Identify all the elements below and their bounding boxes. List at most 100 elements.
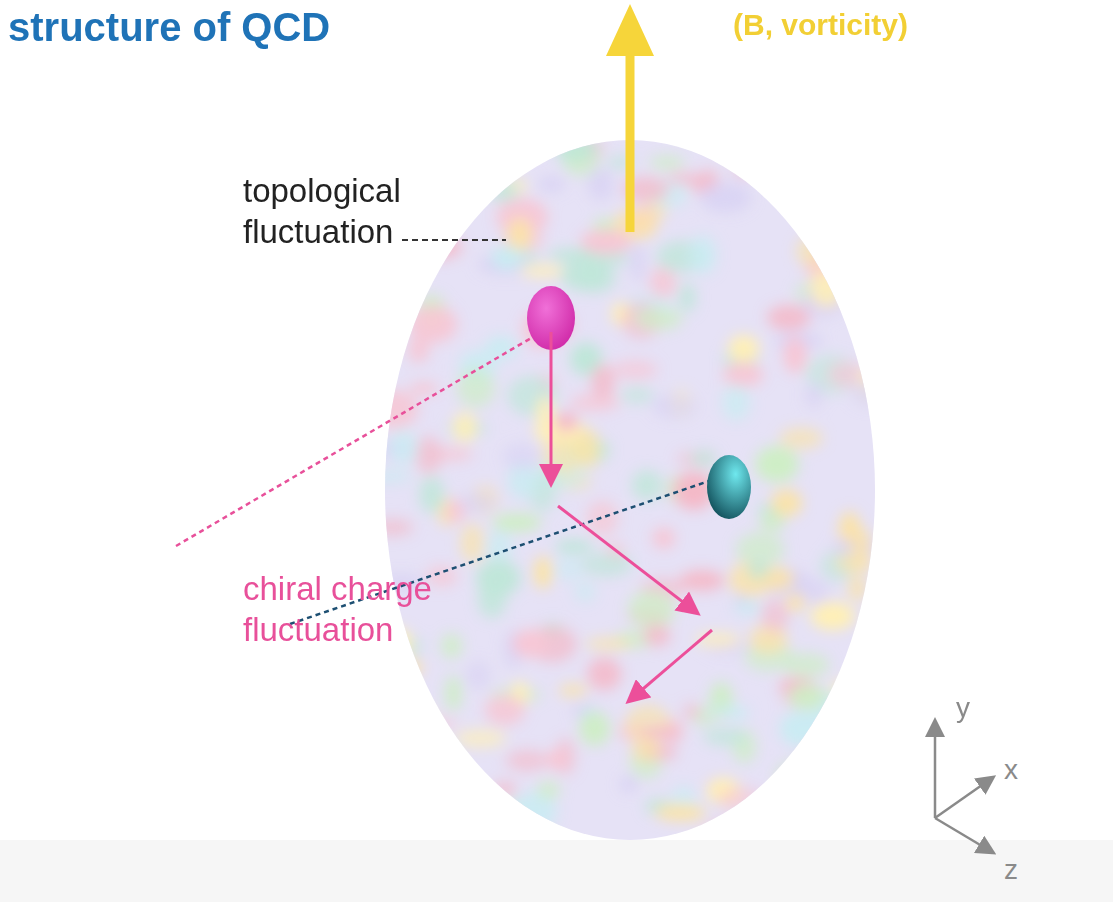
texture-blob bbox=[415, 235, 462, 260]
field-arrow-head bbox=[606, 4, 654, 56]
texture-blob bbox=[387, 237, 436, 263]
texture-blob bbox=[410, 783, 448, 822]
texture-blob bbox=[806, 772, 843, 810]
texture-blob bbox=[383, 272, 416, 294]
texture-blob bbox=[456, 821, 482, 835]
texture-blob bbox=[783, 653, 830, 677]
texture-blob bbox=[848, 576, 867, 601]
texture-blob bbox=[760, 819, 810, 836]
texture-blob bbox=[703, 728, 747, 746]
texture-blob bbox=[419, 476, 444, 513]
texture-blob bbox=[621, 387, 654, 404]
texture-blob bbox=[823, 754, 852, 769]
texture-blob bbox=[802, 135, 819, 173]
texture-blob bbox=[408, 337, 430, 363]
texture-blob bbox=[586, 638, 633, 650]
texture-blob bbox=[409, 382, 438, 394]
texture-blob bbox=[691, 450, 717, 467]
texture-blob bbox=[835, 689, 874, 719]
texture-blob bbox=[389, 430, 417, 464]
texture-blob bbox=[380, 754, 424, 789]
texture-blob bbox=[784, 337, 807, 374]
texture-blob bbox=[412, 768, 448, 784]
texture-blob bbox=[433, 171, 460, 196]
texture-blob bbox=[445, 675, 462, 711]
texture-blob bbox=[489, 181, 518, 202]
texture-blob bbox=[723, 363, 763, 387]
callout-label: chiral charge fluctuation bbox=[243, 568, 483, 651]
texture-blob bbox=[844, 716, 864, 737]
texture-blob bbox=[801, 798, 830, 814]
texture-blob bbox=[722, 385, 750, 421]
texture-blob bbox=[575, 581, 596, 602]
texture-blob bbox=[696, 827, 743, 851]
texture-blob bbox=[486, 531, 513, 563]
texture-blob bbox=[809, 168, 834, 196]
texture-blob bbox=[821, 731, 852, 753]
texture-blob bbox=[430, 159, 454, 190]
texture-blob bbox=[405, 161, 433, 184]
texture-blob bbox=[771, 489, 802, 516]
texture-blob bbox=[755, 446, 799, 483]
texture-blob bbox=[457, 369, 495, 408]
texture-blob bbox=[827, 758, 877, 794]
axis-label: z bbox=[1004, 852, 1034, 887]
texture-blob bbox=[796, 236, 829, 267]
texture-blob bbox=[811, 602, 855, 630]
texture-blob bbox=[734, 600, 762, 615]
texture-blob bbox=[632, 470, 663, 500]
texture-blob bbox=[520, 265, 566, 277]
texture-blob bbox=[542, 438, 583, 474]
texture-blob bbox=[746, 814, 774, 838]
texture-blob bbox=[758, 794, 788, 806]
texture-blob bbox=[785, 806, 802, 837]
texture-blob bbox=[780, 428, 823, 449]
texture-blob bbox=[679, 570, 724, 591]
slide-title: structure of QCD bbox=[8, 2, 330, 52]
texture-blob bbox=[506, 750, 548, 772]
texture-blob bbox=[683, 703, 699, 719]
texture-blob bbox=[823, 154, 853, 177]
texture-blob bbox=[485, 695, 525, 726]
texture-blob bbox=[537, 781, 560, 799]
texture-blob bbox=[629, 243, 646, 282]
texture-blob bbox=[407, 717, 457, 730]
texture-blob bbox=[408, 305, 457, 343]
field-arrow-shaft bbox=[626, 50, 635, 232]
texture-blob bbox=[649, 156, 685, 169]
texture-blob bbox=[747, 560, 768, 581]
texture-blob bbox=[850, 550, 868, 572]
texture-blob bbox=[591, 364, 614, 399]
texture-blob bbox=[455, 730, 506, 748]
texture-blob bbox=[554, 557, 583, 581]
texture-blob bbox=[465, 661, 490, 690]
texture-blob bbox=[728, 335, 759, 362]
texture-blob bbox=[704, 823, 741, 854]
texture-blob bbox=[780, 711, 826, 748]
texture-blob bbox=[718, 787, 765, 812]
texture-blob bbox=[827, 780, 854, 810]
texture-blob bbox=[620, 776, 638, 792]
texture-blob bbox=[634, 308, 683, 330]
texture-blob bbox=[441, 633, 462, 658]
texture-blob bbox=[453, 413, 477, 442]
texture-blob bbox=[805, 383, 823, 408]
axis-label: x bbox=[1004, 752, 1034, 787]
texture-blob bbox=[534, 556, 552, 589]
trajectory-arrow bbox=[630, 630, 712, 700]
texture-blob bbox=[507, 218, 532, 251]
texture-blob bbox=[512, 630, 547, 658]
texture-blob bbox=[777, 771, 827, 797]
fluctuation-texture bbox=[361, 133, 886, 854]
texture-blob bbox=[830, 680, 865, 697]
axis-arrow bbox=[935, 818, 992, 852]
texture-blob bbox=[655, 805, 706, 821]
texture-blob bbox=[628, 590, 676, 629]
texture-blob bbox=[547, 749, 567, 771]
plasma-ellipse bbox=[385, 140, 875, 840]
texture-blob bbox=[789, 684, 826, 709]
texture-blob bbox=[767, 305, 810, 331]
texture-blob bbox=[400, 183, 426, 201]
texture-blob bbox=[383, 658, 423, 678]
